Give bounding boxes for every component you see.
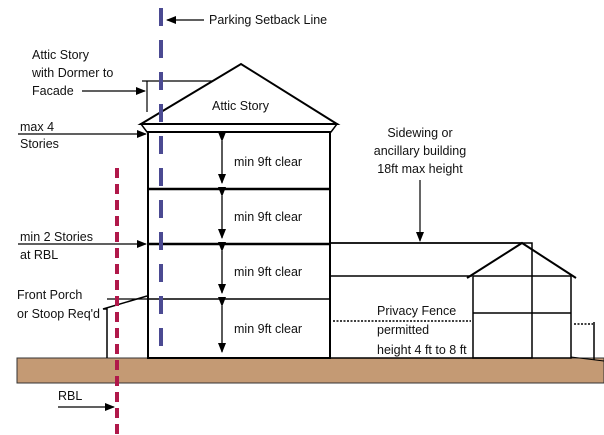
min-stories-label-1: min 2 Stories — [20, 230, 93, 244]
sidewing-label-1: Sidewing or — [387, 126, 452, 140]
rbl-label: RBL — [58, 389, 82, 403]
ancillary-building — [472, 275, 572, 359]
sidewing-label-2: ancillary building — [374, 144, 466, 158]
story-label-2: min 9ft clear — [234, 265, 302, 279]
cornice — [139, 123, 339, 133]
attic-roof — [137, 62, 341, 125]
story-label-1: min 9ft clear — [234, 322, 302, 336]
story-label-4: min 9ft clear — [234, 155, 302, 169]
ground — [16, 357, 604, 384]
privacy-fence-label-3: height 4 ft to 8 ft — [377, 343, 467, 357]
attic-dormer-label-2: with Dormer to — [31, 66, 113, 80]
attic-dormer-label-1: Attic Story — [32, 48, 90, 62]
attic-dormer-label-3: Facade — [32, 84, 74, 98]
privacy-fence-label-2: permitted — [377, 323, 429, 337]
sidewing-label-3: 18ft max height — [377, 162, 463, 176]
grade-slope — [570, 356, 604, 362]
story-label-3: min 9ft clear — [234, 210, 302, 224]
front-porch-label-2: or Stoop Req'd — [17, 307, 100, 321]
attic-story-label: Attic Story — [212, 99, 270, 113]
sidewing — [329, 242, 533, 359]
front-porch-label-1: Front Porch — [17, 288, 82, 302]
ancillary-roof — [466, 241, 577, 279]
front-porch — [102, 295, 148, 358]
parking-setback-label: Parking Setback Line — [209, 13, 327, 27]
privacy-fence-label-1: Privacy Fence — [377, 304, 456, 318]
min-stories-label-2: at RBL — [20, 248, 58, 262]
max-stories-label-1: max 4 — [20, 120, 54, 134]
max-stories-label-2: Stories — [20, 137, 59, 151]
